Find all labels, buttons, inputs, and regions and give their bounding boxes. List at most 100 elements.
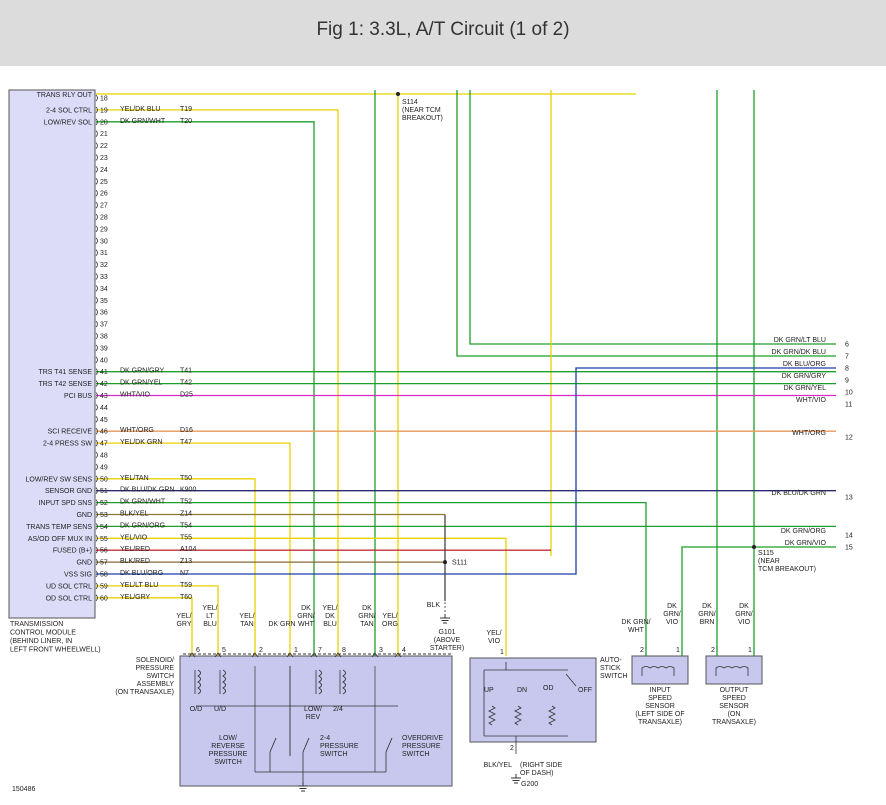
pin-number: 32	[100, 262, 108, 269]
pin-number: 55	[100, 536, 108, 543]
pin-function-label: 2-4 PRESS SW	[43, 441, 92, 448]
pin-connector	[95, 558, 98, 566]
pin-connector	[95, 594, 98, 602]
pin-connector	[95, 261, 98, 268]
pin-number: 53	[100, 512, 108, 519]
pin-connector	[95, 582, 98, 590]
wire-t52	[96, 501, 647, 656]
right-wire-color-label: DK GRN/LT BLU	[774, 337, 826, 344]
autostick-resistor-od	[548, 705, 556, 726]
pin-number: 57	[100, 560, 108, 567]
pin-function-label: TRANS TEMP SENS	[26, 524, 92, 531]
solenoid-pin	[394, 652, 402, 658]
pin-number: 26	[100, 191, 108, 198]
pin-function-label: GND	[76, 560, 92, 567]
pin-number: 45	[100, 417, 108, 424]
pin-number: 36	[100, 310, 108, 317]
pin-connector	[95, 487, 98, 494]
wire-t47	[96, 442, 291, 656]
pin-number: 52	[100, 500, 108, 507]
circuit-id-label: T20	[180, 118, 192, 125]
24-switch-blade	[302, 737, 310, 753]
pin-number: 43	[100, 393, 108, 400]
wire-t50	[96, 478, 256, 656]
circuit-id-label: T59	[180, 582, 192, 589]
circuit-id-label: T55	[180, 534, 192, 541]
pin-connector	[95, 499, 98, 506]
wire-dkgrn-ltblu-6	[469, 90, 836, 345]
circuit-id-label: K900	[180, 487, 196, 494]
pin-function-label: OD SOL CTRL	[46, 595, 93, 602]
pin-connector	[95, 511, 98, 518]
autostick-pin-bottom: 2	[510, 745, 514, 752]
pin-number: 50	[100, 476, 108, 483]
pin-connector	[95, 523, 98, 530]
pin-connector	[95, 154, 98, 161]
solenoid-pin	[214, 652, 222, 658]
wire-dkgrnvio-15	[681, 546, 836, 656]
pin-number: 21	[100, 131, 108, 138]
connector-number: 10	[845, 390, 853, 397]
solenoid-pin	[310, 652, 318, 658]
circuit-id-label: T50	[180, 475, 192, 482]
od-switch-blade	[385, 737, 393, 753]
autostick-box	[469, 657, 597, 743]
wire-t55	[96, 537, 507, 656]
connector-number: 12	[845, 435, 853, 442]
solenoid-pin	[334, 652, 342, 658]
pin-function-label: INPUT SPD SNS	[38, 500, 92, 507]
lowrev-coil	[318, 669, 322, 695]
pin-number: 58	[100, 572, 108, 579]
g101-wire-label: BLK	[427, 602, 441, 609]
pin-connector	[95, 106, 98, 114]
splice-s115	[752, 545, 756, 549]
pin-connector	[95, 320, 98, 328]
pin-number: 28	[100, 215, 108, 222]
lowrev-switch-blade	[269, 737, 277, 753]
solenoid-pin	[286, 652, 294, 658]
right-wire-color-label: DK BLU/ORG	[783, 361, 826, 368]
pin-connector	[95, 368, 98, 375]
pin-number: 48	[100, 453, 108, 460]
ud-solenoid-label: U/D	[214, 706, 226, 713]
pin-number: 30	[100, 238, 108, 245]
input-speed-sensor-pin-number: 2	[640, 647, 644, 654]
right-wire-color-label: DK BLU/DK GRN	[772, 490, 826, 497]
pin-connector	[95, 285, 98, 292]
circuit-id-label: Z14	[180, 511, 192, 518]
circuit-id-label: A104	[180, 546, 196, 553]
pin-number: 41	[100, 369, 108, 376]
autostick-resistor-dn	[514, 705, 522, 726]
pin-number: 37	[100, 322, 108, 329]
solenoid-pin	[188, 652, 196, 658]
pin-connector	[95, 297, 98, 304]
wire-t20	[96, 121, 315, 656]
right-wire-color-label: DK GRN/DK BLU	[772, 349, 826, 356]
right-wire-color-label: DK GRN/GRY	[782, 373, 827, 380]
pin-connector	[95, 380, 98, 387]
od-solenoid-label: O/D	[190, 706, 202, 713]
wire-t60	[96, 597, 193, 656]
circuit-id-label: T52	[180, 499, 192, 506]
pin-number: 60	[100, 595, 108, 602]
wire-color-label: BLK/RED	[120, 558, 150, 565]
pin-number: 33	[100, 274, 108, 281]
output-speed-sensor-pin-number: 2	[711, 647, 715, 654]
right-wire-color-label: DK GRN/ORG	[781, 528, 826, 535]
pin-function-label: VSS SIG	[64, 572, 92, 579]
pin-number: 47	[100, 441, 108, 448]
solenoid-pin-number: 8	[342, 647, 346, 654]
figure-header: Fig 1: 3.3L, A/T Circuit (1 of 2)	[0, 0, 886, 67]
solenoid-wire-label: YEL/TAN	[239, 613, 254, 628]
pin-number: 49	[100, 464, 108, 471]
tcm-module-body	[8, 89, 96, 619]
solenoid-wire-label: YEL/GRY	[176, 613, 191, 628]
pin-number: 27	[100, 203, 108, 210]
